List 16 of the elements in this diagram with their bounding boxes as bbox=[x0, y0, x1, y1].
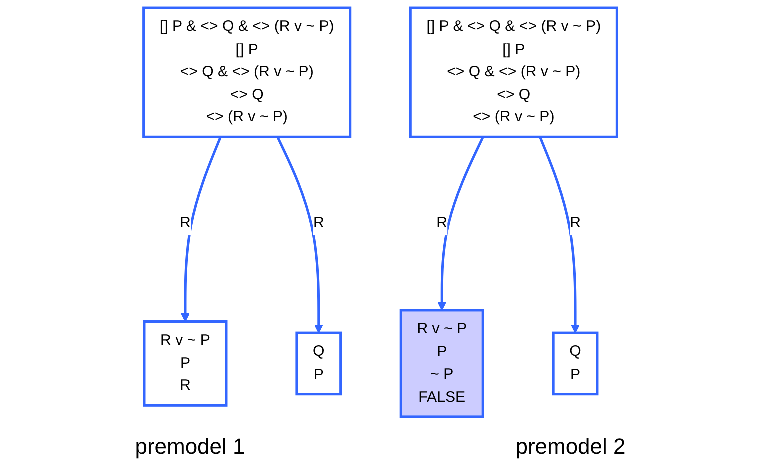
node-box: [] P & <> Q & <> (R v ~ P) [] P <> Q & <> (R v ~ P) <> Q <> (R v ~ P) bbox=[409, 6, 618, 138]
arrow bbox=[181, 136, 222, 322]
node-box: R v ~ P P R bbox=[143, 320, 228, 407]
edge-label: R bbox=[436, 214, 448, 232]
edge-label: R bbox=[570, 214, 581, 232]
panel-caption: premodel 2 bbox=[516, 434, 626, 460]
node-box: [] P & <> Q & <> (R v ~ P) [] P <> Q & <> (R v ~ P) <> Q <> (R v ~ P) bbox=[142, 6, 352, 138]
arrow bbox=[276, 136, 324, 334]
node-box: Q P bbox=[552, 332, 599, 396]
edge-label: R bbox=[313, 214, 324, 232]
arrow bbox=[438, 136, 484, 311]
arrow bbox=[539, 136, 580, 334]
node-box: R v ~ P P ~ P FALSE bbox=[400, 309, 484, 418]
node-box: Q P bbox=[296, 332, 342, 396]
edge-label: R bbox=[180, 214, 191, 232]
panel-caption: premodel 1 bbox=[135, 434, 246, 460]
